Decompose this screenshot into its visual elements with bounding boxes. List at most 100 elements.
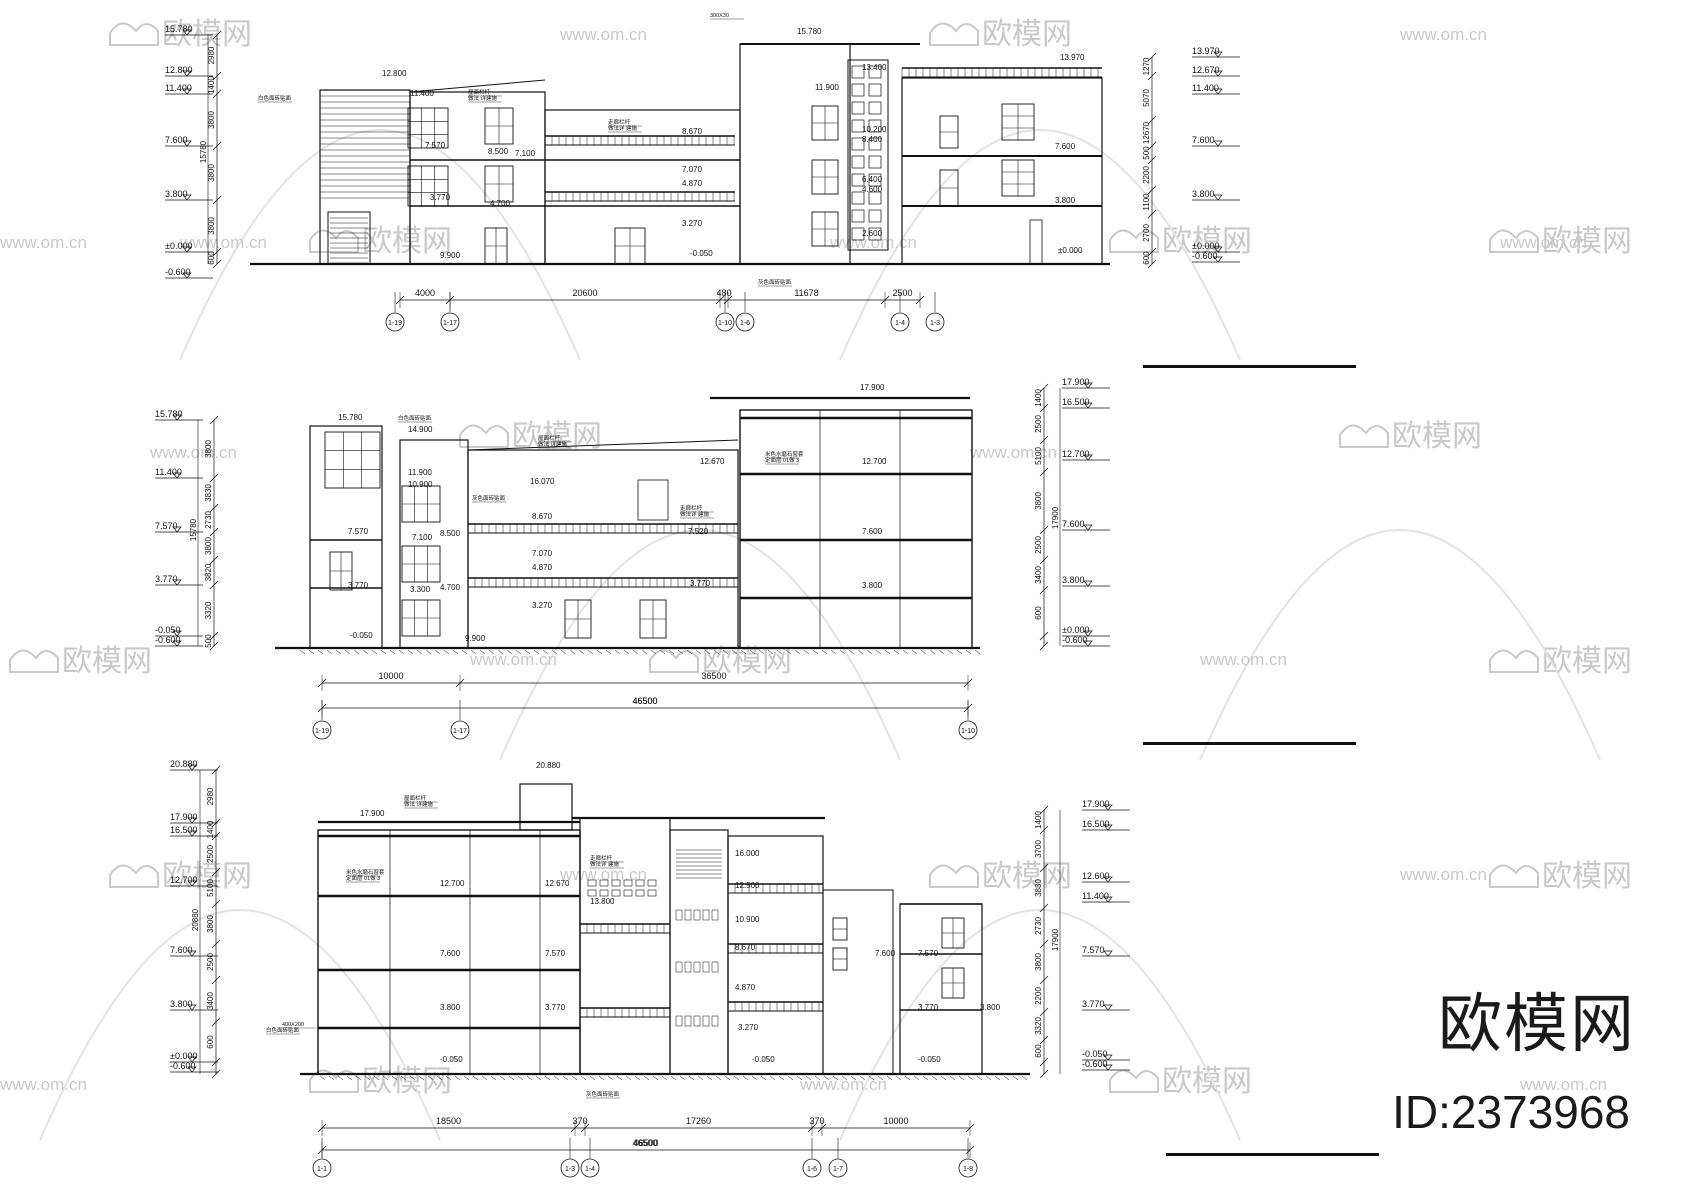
ground-hatch (391, 1075, 398, 1081)
watermark-logo: 欧模网 (109, 18, 252, 51)
tower-window (868, 137, 882, 151)
dim-value: 2500 (892, 288, 912, 298)
annotation-note: 走廊栏杆 (590, 854, 613, 862)
ground-hatch (695, 649, 702, 655)
dim-tick (212, 247, 222, 257)
elevation-label: -0.050 (350, 631, 373, 640)
title-rule-2 (1143, 742, 1356, 745)
ground-hatch (373, 1075, 380, 1081)
level-mark-icon (1103, 1004, 1113, 1011)
dim-tick (1039, 403, 1049, 413)
watermark-url-text: www.om.cn (829, 233, 917, 252)
dim-value: 2200 (1034, 987, 1043, 1005)
ground-hatch (589, 1075, 596, 1081)
dim-tick (1147, 209, 1157, 219)
ground-hatch (697, 1075, 704, 1081)
dim-value: 3700 (1034, 840, 1043, 858)
title-rule-1 (1143, 365, 1356, 368)
ground-hatch (569, 649, 576, 655)
elevation-label: 2.600 (862, 229, 883, 238)
elevation-label: 7.600 (440, 949, 461, 958)
dim-tick (209, 527, 219, 537)
window (702, 909, 710, 921)
elevation-label: 17.900 (860, 383, 885, 392)
level-mark-icon (1103, 876, 1113, 883)
elevation-label: -0.050 (440, 1055, 463, 1064)
annotation-note: 定面层 01做 3 (346, 874, 380, 882)
watermark-url-text: www.om.cn (149, 443, 237, 462)
ground-hatch (382, 1075, 389, 1081)
ground-hatch (830, 649, 837, 655)
watermark-logo-text: 欧模网 (702, 645, 792, 678)
dim-tick (211, 975, 221, 985)
watermark-arc (499, 529, 901, 761)
dim-tick (211, 818, 221, 828)
dim-tick (209, 641, 219, 651)
axis-bubble (828, 1158, 848, 1178)
elevation-label: 3.800 (862, 581, 883, 590)
ground-hatch (353, 649, 360, 655)
dim-value: 2500 (206, 845, 215, 863)
brand-name: 欧模网 (1438, 988, 1636, 1062)
ground-hatch (713, 649, 720, 655)
level-label: ±0.000 (165, 241, 192, 251)
dim-tick (211, 899, 221, 909)
dim-value: 3320 (204, 601, 213, 619)
ground-hatch (956, 649, 963, 655)
ground-hatch (670, 1075, 677, 1081)
axis-bubble (715, 312, 735, 332)
axis-bubble (580, 1158, 600, 1178)
entrance (327, 211, 371, 265)
elevation-label: 14.900 (408, 425, 433, 434)
ground-hatch (922, 1075, 929, 1081)
watermark-sofa-icon (1109, 1069, 1159, 1093)
watermark-logo: 欧模网 (649, 645, 792, 678)
ground-hatch (643, 1075, 650, 1081)
level-mark-icon (1083, 580, 1093, 587)
dim-value: 3800 (1034, 953, 1043, 971)
ground-hatch (436, 1075, 443, 1081)
tower-window (851, 155, 865, 169)
dim-tick (1039, 863, 1049, 873)
dim-tick (212, 141, 222, 151)
elevation-label: -0.050 (918, 1055, 941, 1064)
ground-hatch (463, 1075, 470, 1081)
ground-hatch (877, 1075, 884, 1081)
level-mark-icon (1083, 402, 1093, 409)
dim-value: 10000 (883, 1116, 908, 1126)
dim-tick (212, 71, 222, 81)
annotation-note: 做法详 建施 (608, 124, 638, 132)
elevation-label: 12.670 (545, 879, 570, 888)
ground-hatch (940, 1075, 947, 1081)
annotation-note: 300X30 (710, 13, 729, 19)
level-label: 17.900 (170, 812, 198, 822)
tower-window (868, 227, 882, 241)
ground-hatch (632, 649, 639, 655)
level-mark-icon (187, 1056, 197, 1063)
ground-hatch (848, 649, 855, 655)
ground-hatch (893, 649, 900, 655)
watermark-arc (39, 909, 441, 1141)
dim-tick (209, 580, 219, 590)
dim-value: 370 (572, 1116, 587, 1126)
axis-label: 1-10 (961, 728, 975, 735)
level-mark-icon (1213, 51, 1223, 58)
ground-hatch (778, 1075, 785, 1081)
dim-value: 3830 (204, 484, 213, 502)
dim-value: 3800 (207, 111, 216, 129)
dim-tick (1147, 185, 1157, 195)
level-mark-icon (172, 472, 182, 479)
level-mark-icon (172, 630, 182, 637)
dim-value: 11678 (794, 288, 818, 298)
ground-hatch (551, 649, 558, 655)
level-label: 16.500 (170, 825, 198, 835)
ground-hatch (796, 1075, 803, 1081)
ground-hatch (1021, 1075, 1028, 1081)
ground-hatch (607, 1075, 614, 1081)
ground-hatch (454, 1075, 461, 1081)
ground-hatch (445, 1075, 452, 1081)
watermark-logo-text: 欧模网 (162, 18, 252, 51)
elevation-label: 17.900 (360, 809, 385, 818)
window (611, 879, 621, 887)
